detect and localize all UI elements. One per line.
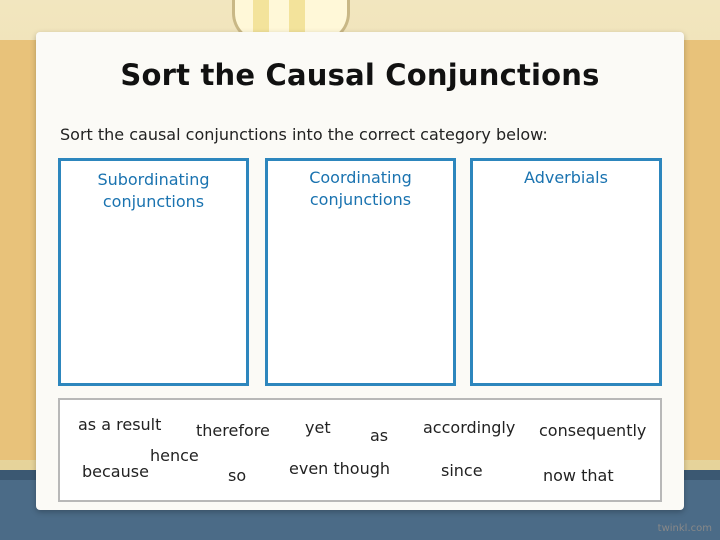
instruction-text: Sort the causal conjunctions into the co… <box>60 125 548 144</box>
word-card[interactable]: because <box>82 462 149 481</box>
word-card[interactable]: yet <box>305 418 331 437</box>
word-card[interactable]: consequently <box>539 421 647 440</box>
watermark: twinkl.com <box>657 523 712 534</box>
word-card[interactable]: hence <box>150 446 199 465</box>
category-box-coordinating[interactable]: Coordinating conjunctions <box>265 158 456 386</box>
word-card[interactable]: therefore <box>196 421 270 440</box>
category-label: Subordinating conjunctions <box>97 170 210 211</box>
word-card[interactable]: accordingly <box>423 418 516 437</box>
word-card[interactable]: as <box>370 426 389 445</box>
word-card[interactable]: even though <box>289 459 391 478</box>
word-bank <box>58 398 662 502</box>
category-label: Coordinating conjunctions <box>309 168 412 209</box>
word-card[interactable]: since <box>441 461 483 480</box>
category-label: Adverbials <box>524 168 608 187</box>
page-title: Sort the Causal Conjunctions <box>120 58 600 92</box>
word-card[interactable]: so <box>228 466 247 485</box>
word-card[interactable]: now that <box>543 466 614 485</box>
category-box-adverbials[interactable]: Adverbials <box>470 158 662 386</box>
category-box-subordinating[interactable]: Subordinating conjunctions <box>58 158 249 386</box>
word-card[interactable]: as a result <box>78 415 162 434</box>
